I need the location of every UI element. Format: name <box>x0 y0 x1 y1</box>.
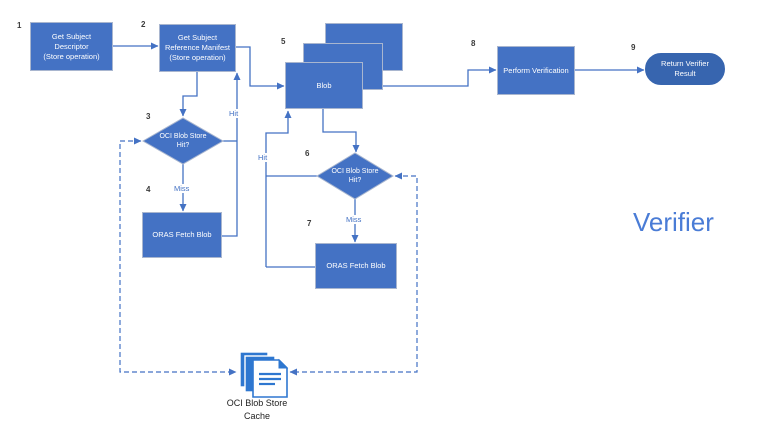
node-text-line: Descriptor <box>54 41 89 51</box>
diamond-label-oci-blob-store-hit-1: OCI Blob Store Hit? <box>148 127 218 155</box>
cache-label-line: OCI Blob Store <box>226 398 288 408</box>
node-text-line: Blob <box>316 80 332 90</box>
step-number-2: 2 <box>141 20 146 29</box>
step-number-3: 3 <box>146 112 151 121</box>
cache-page-fold <box>278 358 289 369</box>
step-number-5: 5 <box>281 37 286 46</box>
diamond-label-oci-blob-store-hit-2: OCI Blob Store Hit? <box>320 162 390 190</box>
step-number-8: 8 <box>471 39 476 48</box>
node-text-line: OCI Blob Store <box>159 133 207 140</box>
edge-label-hit-2: Hit <box>257 153 269 162</box>
node-text-line: Reference Manifest <box>164 43 231 52</box>
oci-blob-store-cache-icon <box>239 351 289 398</box>
node-text-line: Hit? <box>348 177 362 184</box>
node-text-line: Result <box>674 69 696 78</box>
node-perform-verification: Perform Verification <box>497 46 575 95</box>
edge-label-hit-1: Hit <box>228 109 240 118</box>
node-get-subject-descriptor: Get Subject Descriptor (Store operation) <box>30 22 113 71</box>
node-text-line: (Store operation) <box>169 53 226 62</box>
node-text-line: Hit? <box>176 142 190 149</box>
decision-diamond-oci-blob-store-hit-2 <box>316 152 394 200</box>
decision-diamond-oci-blob-store-hit-1 <box>141 117 225 165</box>
step-number-1: 1 <box>17 21 22 30</box>
connector-return-blob <box>265 110 292 267</box>
edge-label-miss-2: Miss <box>345 215 363 224</box>
node-oras-fetch-blob-1: ORAS Fetch Blob <box>142 212 222 258</box>
edge-label-miss-1: Miss <box>173 184 191 193</box>
diagram-title: Verifier <box>633 207 714 237</box>
connector-blob-step8 <box>363 66 497 87</box>
node-oras-fetch-blob-2: ORAS Fetch Blob <box>315 243 397 289</box>
node-text-line: Perform Verification <box>503 65 569 75</box>
dashed-connector-cache-diamond3 <box>119 137 237 376</box>
node-text-line: ORAS Fetch Blob <box>326 261 386 270</box>
step-number-6: 6 <box>305 149 310 158</box>
connector-step2-diamond3 <box>179 72 198 117</box>
step-number-4: 4 <box>146 185 151 194</box>
node-text-line: (Store operation) <box>43 51 100 61</box>
node-get-subject-reference-manifest: Get Subject Reference Manifest (Store op… <box>159 24 236 72</box>
cache-label: OCI Blob Store Cache <box>217 397 297 423</box>
step-number-9: 9 <box>631 43 636 52</box>
node-text-line: OCI Blob Store <box>331 168 379 175</box>
node-text-line: Return Verifier <box>661 59 709 68</box>
connector-blob-diamond6 <box>322 109 360 153</box>
connector-step2-blob <box>236 46 285 90</box>
node-text-line: ORAS Fetch Blob <box>152 230 212 239</box>
node-return-verifier-result: Return Verifier Result <box>645 53 725 85</box>
node-text-line: Get Subject <box>51 31 92 41</box>
step-number-7: 7 <box>307 219 312 228</box>
dashed-connector-cache-diamond6 <box>289 172 418 376</box>
node-text-line: Get Subject <box>177 33 218 42</box>
node-blob: Blob <box>285 62 363 109</box>
connector-step4-return-step2 <box>222 72 241 237</box>
cache-label-line: Cache <box>243 411 270 421</box>
